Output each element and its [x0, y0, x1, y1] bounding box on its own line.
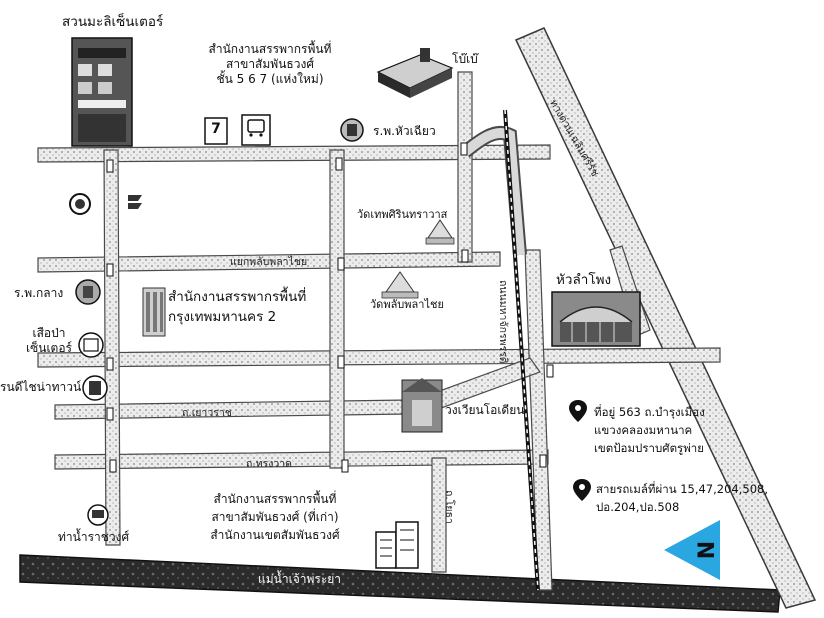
- odeon-gate-icon: [401, 378, 443, 433]
- old-office-line1: สำนักงานสรรพากรพื้นที่: [213, 492, 337, 506]
- road-phlap-phla-chai: [37, 251, 501, 273]
- hua-lamphong-station-icon: [551, 291, 641, 347]
- bank-logo-icon: [69, 193, 91, 215]
- new-office-label: สำนักงานสรรพากรพื้นที่ สาขาสัมพันธวงศ์ ช…: [195, 42, 345, 87]
- road-mahachai: [524, 249, 553, 591]
- road-rama4: [37, 347, 721, 368]
- mahachai-road-label: ถนนมหาจักรพรรดิ: [497, 280, 509, 364]
- klang-hospital-icon: [75, 279, 101, 305]
- bobae-curve-road: [460, 126, 527, 256]
- chao-phraya-label: แม่น้ำเจ้าพระยา: [258, 572, 342, 586]
- suea-pa-center-icon: [78, 332, 104, 358]
- chao-phraya-river: [19, 554, 781, 613]
- suan-mali-center-icon: [71, 37, 133, 147]
- new-office-line3: ชั้น 5 6 7 (แห่งใหม่): [216, 72, 324, 86]
- horizontal-roads: [37, 144, 721, 470]
- phlap-phla-chai-road-label: แยกพลับพลาไชย: [230, 256, 308, 268]
- odeon-label: วงเวียนโอเดียน: [445, 403, 525, 417]
- bus-pin-icon: [573, 479, 591, 501]
- seven-eleven-icon: 7: [204, 117, 228, 145]
- wat-thep-temple-icon: [425, 219, 455, 245]
- address-line2: แขวงคลองมหานาค: [594, 422, 693, 437]
- bobae-label: โบ๊เบ๊: [452, 52, 478, 66]
- tmb-bank-icon: [128, 195, 142, 209]
- address-pin-icon: [569, 400, 587, 422]
- yotha-road-label: ถ.โยธา: [443, 490, 455, 524]
- address-info: ที่อยู่ 563 ถ.บำรุงเมือง แขวงคลองมหานาค …: [594, 404, 705, 457]
- new-office-line2: สาขาสัมพันธวงศ์: [226, 57, 314, 71]
- north-letter: N: [695, 541, 720, 559]
- new-office-building-icon: [376, 48, 454, 98]
- bus-line1: สายรถเมล์ที่ผ่าน 15,47,204,508,: [596, 482, 768, 496]
- north-compass-icon: N: [664, 520, 720, 580]
- road-v3: [457, 71, 473, 263]
- suea-pa-label: เสือป่า เซ็นเตอร์: [20, 326, 78, 356]
- hua-lamphong-label: หัวลำโพง: [556, 272, 612, 288]
- old-office-line3: สำนักงานเขตสัมพันธวงศ์: [210, 528, 340, 542]
- main-office-line2: กรุงเทพมหานคร 2: [168, 308, 277, 325]
- suan-mali-center-label: สวนมะลิเซ็นเตอร์: [62, 14, 164, 30]
- road-top: [37, 144, 551, 163]
- svg-text:7: 7: [211, 121, 221, 137]
- road-yotha: [431, 457, 447, 573]
- railway-line: [503, 109, 540, 591]
- pier-icon: [87, 504, 109, 526]
- expressway-road: [514, 27, 817, 609]
- pier-label: ท่าน้ำราชวงศ์: [58, 530, 130, 544]
- song-wat-road-label: ถ.ทรงวาด: [246, 458, 292, 470]
- wat-thep-label: วัดเทพศิรินทราวาส: [357, 208, 448, 221]
- road-song-wat: [54, 449, 549, 470]
- yaowarat-road-label: ถ.เยาวราช: [182, 407, 232, 419]
- wat-phlap-label: วัดพลับพลาไชย: [370, 298, 444, 311]
- road-v1: [103, 149, 121, 546]
- hua-chiew-label: ร.พ.หัวเฉียว: [373, 124, 436, 138]
- old-office-building-icon: [375, 521, 419, 569]
- chinatown-label: รนดีไชน่าทาวน์: [0, 380, 82, 394]
- address-line3: เขตป้อมปราบศัตรูพ่าย: [594, 440, 705, 455]
- main-office-line1: สำนักงานสรรพากรพื้นที่: [168, 289, 307, 305]
- chinatown-building-icon: [82, 375, 108, 401]
- address-line1: ที่อยู่ 563 ถ.บำรุงเมือง: [594, 405, 705, 419]
- wat-phlap-temple-icon: [381, 271, 419, 299]
- traffic-lights: [106, 142, 554, 473]
- old-office-line2: สาขาสัมพันธวงศ์ (ที่เก่า): [211, 510, 339, 524]
- main-office-label: สำนักงานสรรพากรพื้นที่ กรุงเทพมหานคร 2: [168, 288, 306, 327]
- vertical-roads: [103, 71, 553, 591]
- old-office-label: สำนักงานสรรพากรพื้นที่ สาขาสัมพันธวงศ์ (…: [190, 490, 360, 544]
- klang-hospital-label: ร.พ.กลาง: [14, 286, 64, 300]
- bus-stop-icon: [241, 114, 271, 146]
- hua-chiew-hospital-icon: [340, 118, 364, 142]
- main-office-building-icon: [142, 287, 166, 337]
- bus-info: สายรถเมล์ที่ผ่าน 15,47,204,508, ปอ.204,ป…: [596, 481, 768, 517]
- suea-pa-line1: เสือป่า: [32, 326, 66, 340]
- bus-line2: ปอ.204,ปอ.508: [596, 499, 680, 514]
- suea-pa-line2: เซ็นเตอร์: [26, 341, 72, 355]
- road-v2: [329, 149, 345, 469]
- new-office-line1: สำนักงานสรรพากรพื้นที่: [208, 42, 332, 56]
